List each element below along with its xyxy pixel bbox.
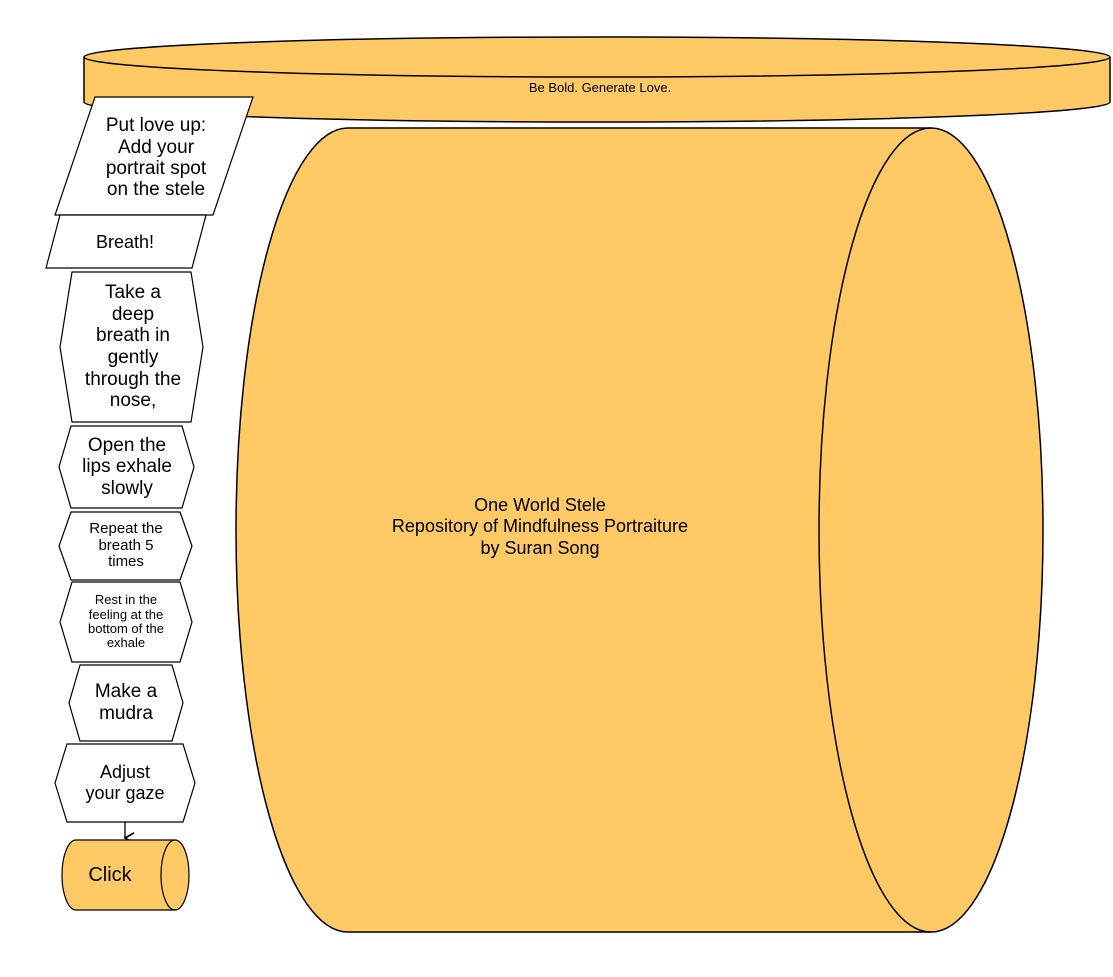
repeat-hexagon bbox=[58, 511, 193, 581]
breath-parallelogram bbox=[45, 214, 207, 269]
stele-cylinder bbox=[235, 127, 1044, 933]
gaze-hexagon bbox=[54, 743, 196, 823]
click-button[interactable] bbox=[62, 840, 190, 910]
banner-disc bbox=[83, 36, 1111, 123]
mudra-hexagon bbox=[68, 664, 184, 742]
exhale-hexagon bbox=[58, 425, 195, 509]
intro-parallelogram bbox=[54, 96, 254, 216]
inhale-hexagon bbox=[59, 271, 204, 423]
rest-hexagon bbox=[59, 581, 193, 663]
click-cylinder bbox=[61, 839, 190, 911]
